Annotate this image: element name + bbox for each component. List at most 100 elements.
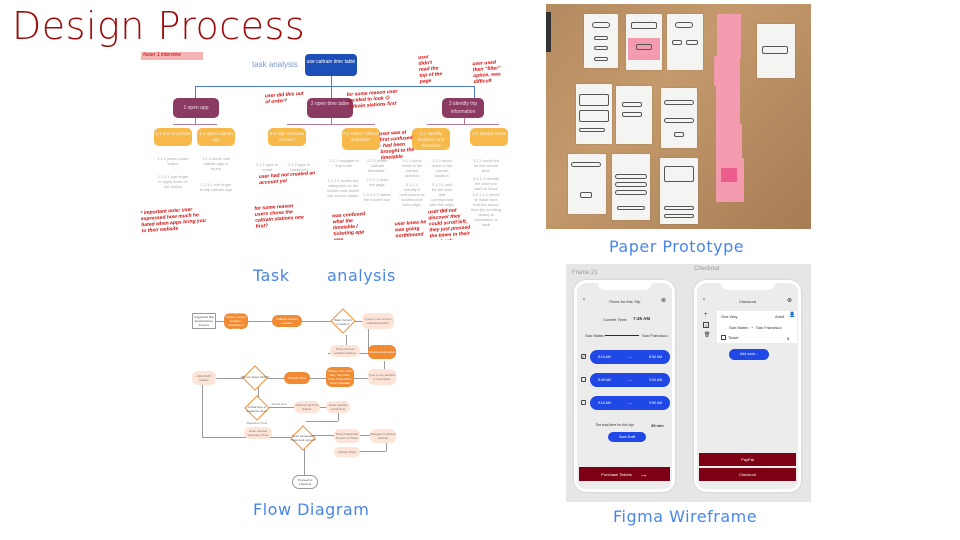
save-draft-button[interactable]: Save Draft [608,432,646,442]
flow-choose-time: Choose Time [284,372,310,384]
task-step: 2.2.2.1 read the page [366,177,388,187]
separator: --- [628,378,632,382]
task-step: 3.1.1 scroll down to the correct directi… [401,158,423,178]
add-more-button[interactable]: Add more... [729,349,769,360]
trash-icon[interactable]: 🗑 [704,332,711,338]
arrow-right-icon: → [749,324,754,330]
close-icon: ⊗ [660,298,666,304]
flow-decision-text: Want to leave ASAP? [240,375,270,379]
task-step: 3.2.1 scroll left for the correct time [473,158,499,173]
task-step: 1.1.1 press power button [157,156,189,166]
trip-checkbox[interactable]: ✓ [581,354,586,359]
arrive-time: 9:50 AM [649,401,662,405]
trip-type: One Way [721,314,738,319]
paper-card [757,24,795,78]
trip-checkbox[interactable] [581,400,586,405]
close-icon: ⊗ [786,298,792,304]
paper-card-pink [714,56,740,86]
total-time-value: 35 min [651,423,664,428]
ticket-label: Ticket [728,335,739,340]
task-step: 2.2.1.1 locate the categories on the bot… [327,178,359,198]
task-step: 3.2.1.1.1 check to make sure that the ar… [471,192,502,227]
slide-title: Design Process [12,4,306,48]
quantity-value[interactable]: 1 [703,322,709,328]
phone-frame-checkout: ‹ Checkout ⊗ + 1 🗑 One Way Adult 👤 San M… [694,280,801,492]
trip-checkbox[interactable] [581,377,586,382]
figma-wireframe-image: Frame 21 Checkout ‹ Times for this Trip … [566,264,811,502]
flow-proceed-checkout: Proceed to Checkout [292,475,318,489]
caption-figma-wireframe: Figma Wireframe [613,507,758,526]
task-root-node: use caltrain time table [305,54,357,76]
task-analysis-image: #user 1 interview task analysis use calt… [137,52,509,240]
route-arrow-icon [605,335,639,336]
paper-card-pink [716,86,740,124]
flow-press-inaccurate: Press Inaccurate Portion of Ticket [334,429,360,443]
ticket-price: $ [787,336,790,341]
task-step: 2.2.1 navigate to "trip tools" [329,158,359,168]
paypal-button[interactable]: PayPal [699,453,796,466]
interview-tag: #user 1 interview [141,52,203,60]
frame-label: Checkout [694,266,720,272]
checkout-button[interactable]: Checkout [699,468,796,481]
flow-diagram-image: Suggested Bay Emarketplace Feature Choos… [188,305,400,495]
flow-choose-fare: Choose Fare (One Way, Day Pass, Zone 2 D… [326,367,354,387]
caption-flow-diagram: Flow Diagram [253,500,370,519]
depart-time: 9:15 AM [598,401,611,405]
task-analysis-label: task analysis [252,60,298,69]
flow-update-ticket: Update Ticket [334,447,360,457]
handwritten-note: was confused what the timetable / ticket… [331,211,366,240]
trip-option[interactable]: 8:15 AM --- 8:50 AM [590,350,670,364]
caption-analysis: analysis [327,266,396,285]
plus-icon[interactable]: + [704,312,708,318]
task-node-open-caltrain-app: 1.2 open caltrain app [197,128,235,146]
flow-choose-destination: Choose Destination [368,345,396,359]
task-node-open-timetable: 2 open time table [307,98,353,118]
task-node-turn-on-phone: 1.1 turn on phone [154,128,192,146]
flow-start: Suggested Bay Emarketplace Feature [192,313,216,329]
phone-frame-times: ‹ Times for this Trip ⊗ Current Time: 7:… [574,280,675,492]
task-step: 2.2.2.1.1 select the correct tool [363,192,391,202]
frame-label: Frame 21 [572,270,598,276]
arrow-right-icon: → [639,469,648,479]
flow-enter-departure: Enter desired Departure Time [244,427,272,439]
trip-option[interactable]: 8:45 AM --- 9:20 AM [590,373,670,387]
handwritten-note: for some reason user decided to look @ c… [346,88,398,111]
flow-press-current: Press Current Location Feature [330,345,360,357]
back-icon: ‹ [583,297,585,303]
route-from: San Mateo [729,325,749,330]
flow-click-asap: click ASAP feature [192,371,216,385]
arrive-time: 9:20 AM [649,378,662,382]
ticket-icon [721,335,726,340]
paper-card-pink [716,124,742,158]
task-step: 3.2.1.1 identify the time you want to le… [472,176,500,191]
task-step: 1.2.1.1 use finger to tap caltrain app [200,182,232,192]
ticket-card [717,311,797,343]
flow-type-destination: Type in any address or destination [368,369,396,385]
paper-card [576,84,612,144]
task-step: 3.1.2 scroll down to the correct locatio… [431,158,453,178]
paper-card [568,154,606,214]
paper-card [667,14,703,70]
task-step: 2.1.1 type in email [256,162,278,172]
flow-edge-label: Departure Time [246,421,268,425]
flow-decision-text: Want Current Location? [334,318,352,326]
purchase-tickets-button[interactable]: Purchase Tickets → [579,467,670,481]
depart-time: 8:45 AM [598,378,611,382]
paper-card [584,14,618,68]
flow-choose-ride: Choose Ride (select: current location / … [224,311,248,331]
trip-option[interactable]: 9:15 AM --- 9:50 AM [590,396,670,410]
paper-card [661,88,697,148]
flow-indicate-location: Indicate Current Location [272,315,302,327]
depart-time: 8:15 AM [598,355,611,359]
task-step: 1.1.1.1 use finger to apply force on the… [157,174,189,189]
handwritten-note: user didn't read the top of the page [417,54,443,85]
task-step: 3.1.2.1 look for the train that correspo… [429,182,455,212]
handwritten-note: for some reason users chose the caltrain… [254,203,304,230]
arrive-time: 8:50 AM [649,355,662,359]
destination-station: San Francisco [642,333,668,338]
paper-prototype-photo [546,4,811,229]
screen-title: Checkout [739,299,756,304]
separator: --- [628,401,632,405]
task-node-identify-times: 3.2 identify times [470,128,508,146]
caption-paper-prototype: Paper Prototype [609,237,745,256]
